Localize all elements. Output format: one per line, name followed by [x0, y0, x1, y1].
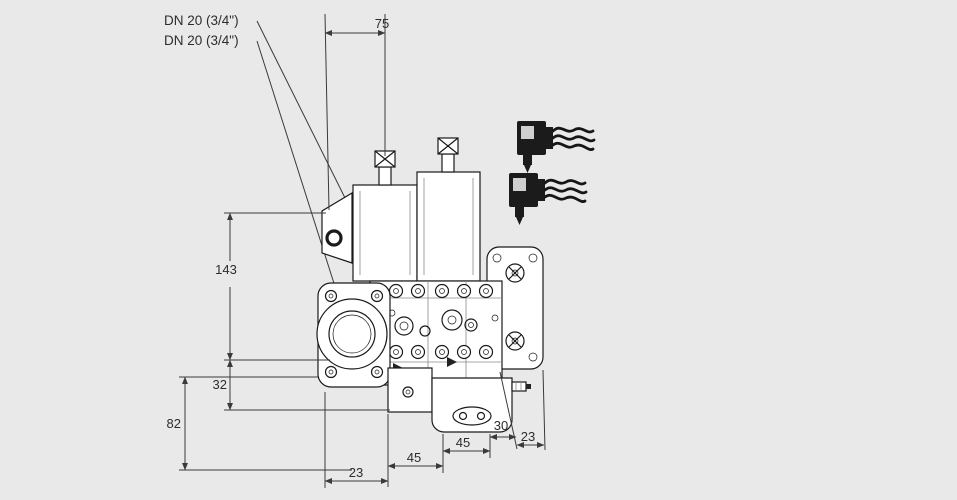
dim-bottom-span2-label: 45	[456, 435, 470, 450]
dim-bottom-span1-label: 45	[407, 450, 421, 465]
dim-mid-height-label: 32	[213, 377, 227, 392]
bolt-row-top	[388, 283, 494, 299]
dim-right-offset-label: 23	[521, 429, 535, 444]
bracket-hole	[325, 229, 343, 247]
port-size-label-2: DN 20 (3/4")	[164, 33, 239, 48]
dim-upper-height-label: 143	[215, 262, 237, 277]
dimension-mid-height: 32	[213, 359, 390, 411]
port-size-labels: DN 20 (3/4") DN 20 (3/4")	[164, 13, 239, 48]
mounting-bracket	[321, 191, 353, 264]
dimension-upper-height: 143	[215, 212, 330, 361]
dimension-bottom-chain: 23 45 45 30 23	[324, 369, 546, 488]
dimension-lower-height: 82	[167, 376, 352, 471]
solenoid-coil-right	[416, 137, 481, 282]
cable-connector-1	[517, 121, 596, 173]
cable-connector-2	[509, 173, 588, 225]
inlet-flange	[316, 282, 391, 388]
test-nipple	[511, 381, 531, 392]
dimension-top-width: 75	[324, 13, 389, 211]
solenoid-coil-left	[352, 150, 418, 282]
dim-top-width-label: 75	[375, 16, 389, 31]
outlet-flange-bolts	[492, 253, 538, 362]
dim-right-depth-label: 30	[494, 418, 508, 433]
dim-lower-height-label: 82	[167, 416, 181, 431]
valve-seat-ports	[388, 309, 499, 337]
regulator-block	[387, 367, 531, 433]
dim-bottom-offset-label: 23	[349, 465, 363, 480]
bolt-row-bottom	[388, 344, 494, 360]
port-size-label-1: DN 20 (3/4")	[164, 13, 239, 28]
valve-assembly	[316, 137, 544, 433]
